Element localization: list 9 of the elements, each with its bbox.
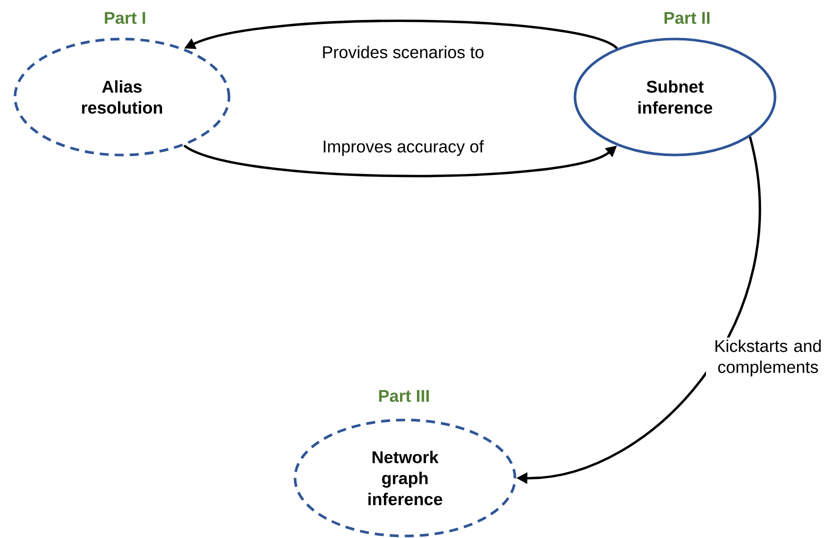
edge-label: Improves accuracy of	[320, 138, 486, 158]
part-heading: Part I	[104, 12, 146, 24]
edge-label: Kickstarts and complements	[706, 338, 830, 378]
ellipse-node: Alias resolution	[14, 38, 230, 156]
edge-label: Provides scenarios to	[320, 44, 486, 60]
part-heading: Part III	[379, 390, 429, 402]
ellipse-node: Network graph inference	[294, 418, 516, 538]
part-heading: Part II	[664, 12, 710, 24]
ellipse-node: Subnet inference	[574, 38, 776, 156]
